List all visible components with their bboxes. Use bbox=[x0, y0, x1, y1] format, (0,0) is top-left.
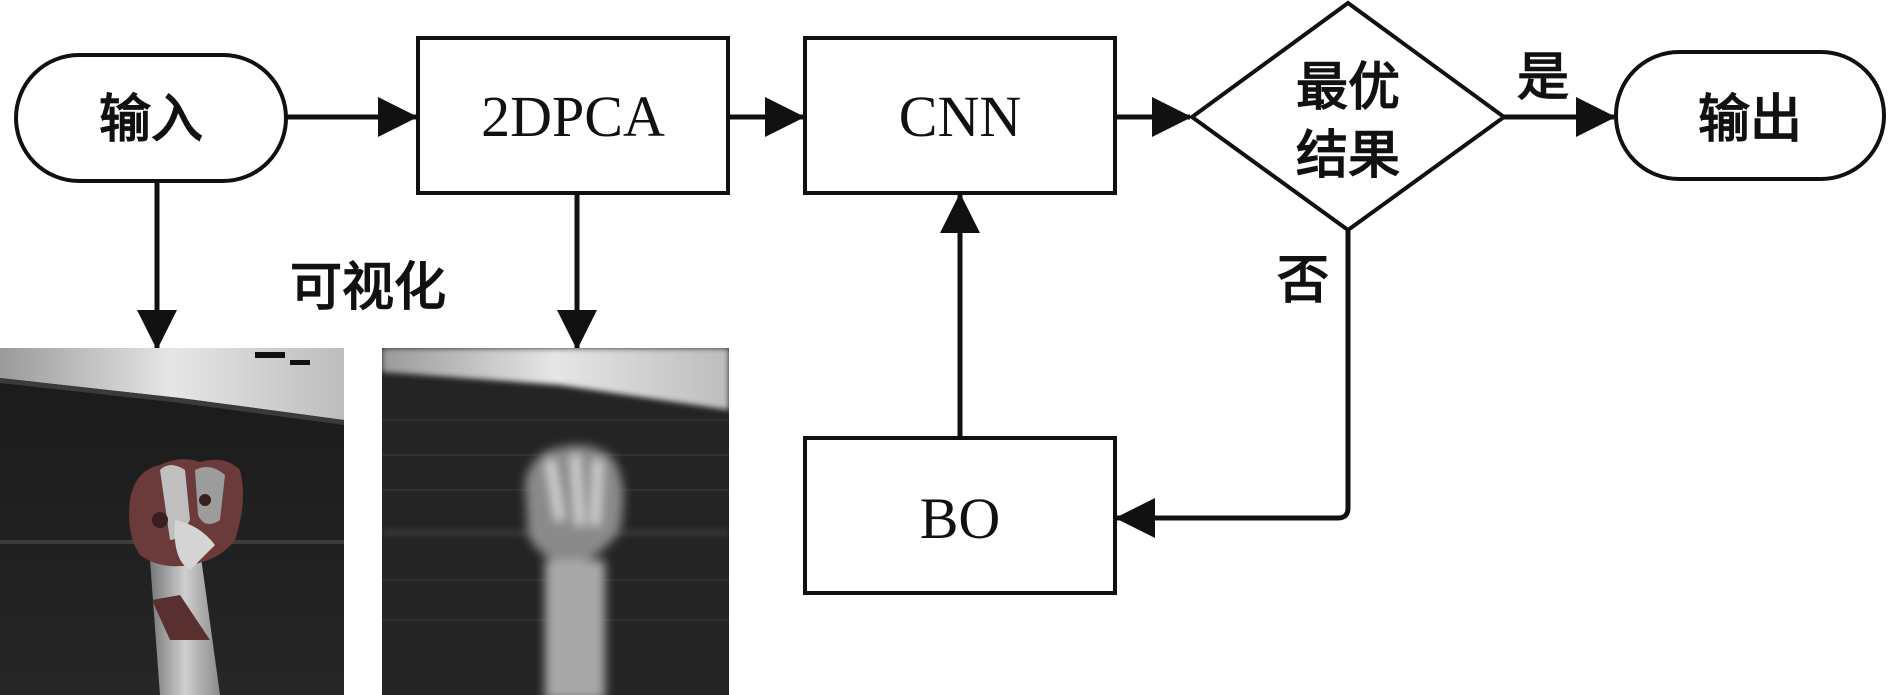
bo-label: BO bbox=[920, 486, 1001, 551]
edge-decision-to-bo bbox=[1115, 230, 1351, 538]
pca-hand-image bbox=[382, 348, 729, 695]
cnn-box bbox=[803, 36, 1117, 195]
cnn-label: CNN bbox=[899, 84, 1021, 149]
output-terminal bbox=[1614, 50, 1886, 181]
input-label: 输入 bbox=[99, 90, 203, 150]
no-label: 否 bbox=[1277, 251, 1329, 311]
original-hand-image bbox=[0, 348, 344, 695]
output-label: 输出 bbox=[1698, 90, 1802, 150]
yes-label: 是 bbox=[1517, 48, 1569, 108]
pca-box bbox=[416, 36, 730, 195]
pca-label: 2DPCA bbox=[481, 84, 665, 149]
visualize-label: 可视化 bbox=[290, 258, 446, 318]
decision-label-line1: 最优 bbox=[1296, 58, 1400, 118]
decision-label-line2: 结果 bbox=[1296, 126, 1400, 186]
